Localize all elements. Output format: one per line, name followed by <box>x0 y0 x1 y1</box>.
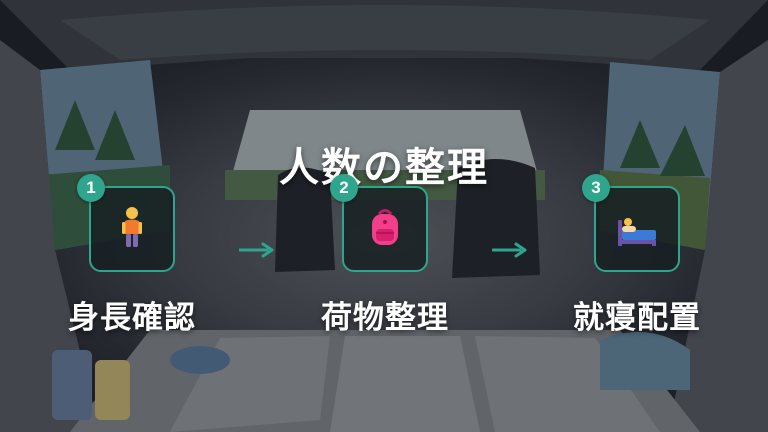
step-1-tile: 1 <box>77 174 175 272</box>
step-1: 1 身長確認 <box>47 174 217 337</box>
bed-icon <box>614 204 660 254</box>
backpack-icon <box>362 204 408 254</box>
page-title: 人数の整理 <box>279 144 489 191</box>
step-2-badge: 2 <box>330 174 358 202</box>
step-1-label: 身長確認 <box>68 300 196 336</box>
standing-person-icon <box>109 204 155 254</box>
arrow-right-icon <box>239 242 274 258</box>
step-3: 3 就寝配置 <box>552 174 722 337</box>
step-3-label: 就寝配置 <box>573 300 701 336</box>
step-2-label: 荷物整理 <box>321 300 449 336</box>
arrow-right-icon <box>492 242 527 258</box>
step-3-tile: 3 <box>582 174 680 272</box>
step-2: 2 荷物整理 <box>300 174 470 337</box>
step-2-tile: 2 <box>330 174 428 272</box>
step-3-badge: 3 <box>582 174 610 202</box>
step-1-badge: 1 <box>77 174 105 202</box>
